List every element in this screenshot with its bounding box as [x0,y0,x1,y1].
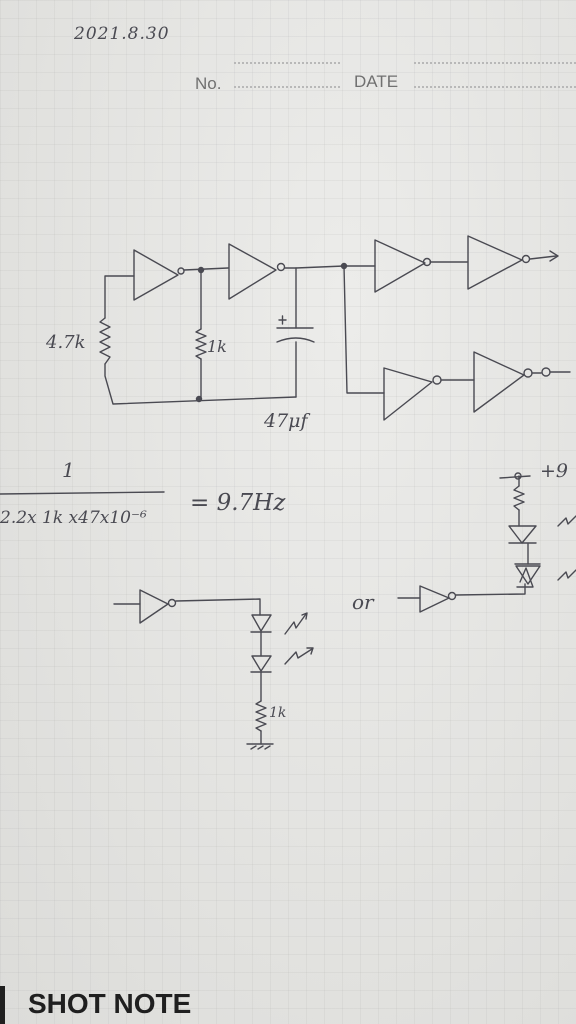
formula-denominator: 2.2x 1k x47x10⁻⁶ [0,508,147,528]
output-wires [343,250,571,394]
resistor-1k-label: 1k [207,337,227,356]
fraction-bar [0,491,165,495]
footer-marker [0,986,5,1024]
output-upper-inverter-2 [467,235,531,290]
oscillator-wires [104,265,345,405]
formula-result: = 9.7Hz [190,490,286,516]
inverter-2 [228,243,286,300]
junction-dot [195,395,203,403]
output-lower-inverter-1 [383,367,442,421]
resistor-4k7 [99,317,111,365]
capacitor-label: 47μf [264,410,308,432]
led-driver-left [113,589,314,750]
number-field-label: No. [195,74,222,93]
capacitor-47uf [276,315,315,343]
formula-numerator: 1 [62,458,75,482]
resistor-1k [195,328,207,360]
resistor-led-label: 1k [269,705,287,721]
output-upper-inverter-1 [374,239,432,293]
junction-dot [197,266,205,274]
alternative-label: or [352,590,374,614]
output-lower-inverter-2 [473,351,533,413]
brand-logo-text: SHOT NOTE [28,988,192,1019]
supply-voltage-label: +9 [540,460,569,482]
inverter-1 [133,249,185,301]
date-field-dots [414,62,576,88]
date-field-label: DATE [354,72,399,91]
led-driver-right [397,472,576,613]
handwritten-date: 2021.8.30 [74,24,170,44]
number-field-dots [234,62,340,88]
resistor-4k7-label: 4.7k [46,332,86,353]
